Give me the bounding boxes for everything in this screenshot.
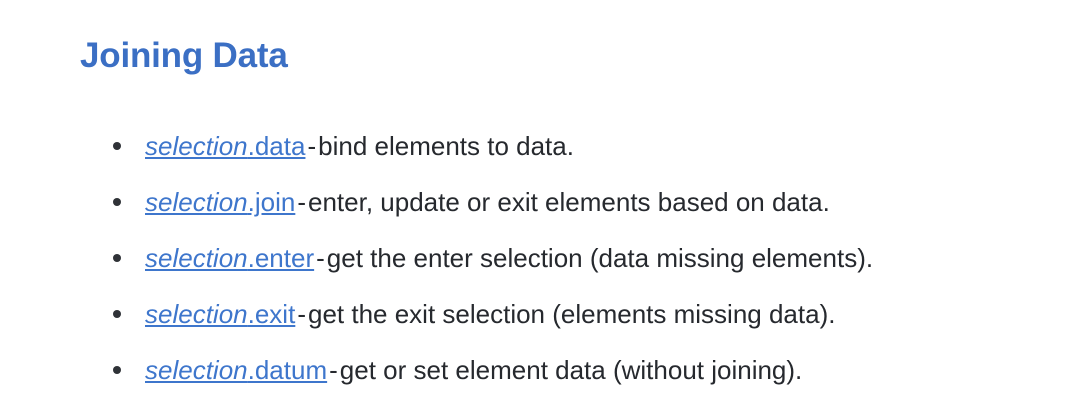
bullet-dot-icon [113,310,121,318]
api-member-name: .datum [247,355,328,385]
page-title: Joining Data [80,36,288,75]
api-method-link[interactable]: selection.data [145,131,305,161]
api-separator-dash: - [329,355,338,385]
list-item: selection.join-enter, update or exit ele… [0,174,1086,230]
api-member-name: .exit [247,299,296,329]
api-separator-dash: - [297,299,306,329]
api-method-description: get or set element data (without joining… [339,355,803,385]
api-method-link[interactable]: selection.exit [145,299,295,329]
api-separator-dash: - [307,131,317,161]
bullet-dot-icon [113,142,121,150]
api-method-description: bind elements to data. [318,131,574,161]
list-item: selection.data-bind elements to data. [0,118,1086,174]
api-method-list: selection.data-bind elements to data. se… [0,118,1086,398]
api-object-name: selection [145,355,248,385]
list-item: selection.exit-get the exit selection (e… [0,286,1086,342]
api-method-description: get the enter selection (data missing el… [326,243,874,273]
api-member-name: .join [247,187,296,217]
api-member-name: .enter [247,243,315,273]
bullet-dot-icon [113,366,121,374]
bullet-dot-icon [113,254,121,262]
api-object-name: selection [145,131,248,161]
api-method-description: enter, update or exit elements based on … [308,187,830,217]
api-method-link[interactable]: selection.datum [145,355,327,385]
api-object-name: selection [145,187,248,217]
list-item: selection.enter-get the enter selection … [0,230,1086,286]
api-object-name: selection [145,243,248,273]
api-method-link[interactable]: selection.enter [145,243,314,273]
api-object-name: selection [145,299,248,329]
list-item: selection.datum-get or set element data … [0,342,1086,398]
api-separator-dash: - [316,243,325,273]
api-method-link[interactable]: selection.join [145,187,295,217]
api-separator-dash: - [297,187,306,217]
api-member-name: .data [247,131,306,161]
api-method-description: get the exit selection (elements missing… [307,299,836,329]
bullet-dot-icon [113,198,121,206]
